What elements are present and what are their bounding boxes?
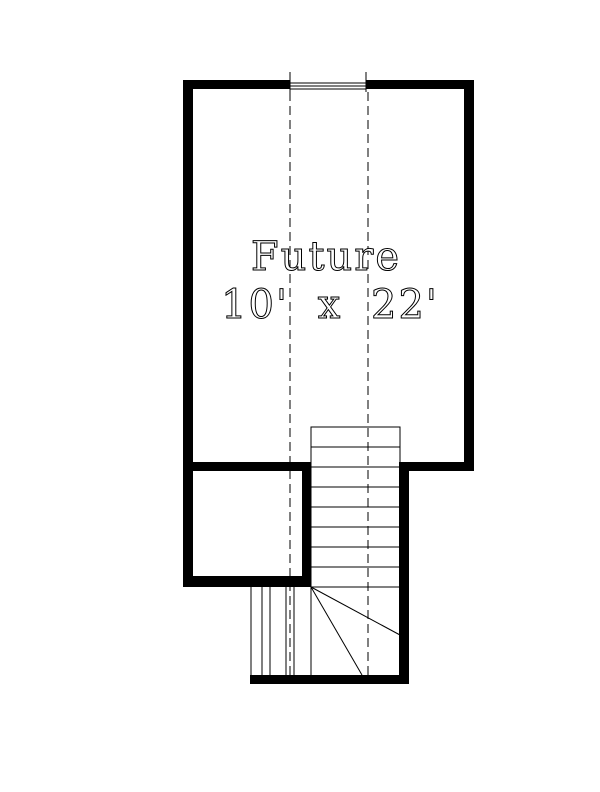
room-name: Future (251, 234, 401, 280)
room-walls (183, 80, 474, 587)
room-dimensions: 10' x 22' (221, 282, 439, 328)
stair-winders (261, 586, 401, 676)
stair-treads (310, 426, 401, 588)
stair-walls (250, 462, 409, 684)
ceiling-dashed-lines (289, 92, 369, 680)
window (289, 72, 367, 92)
closet (183, 462, 311, 587)
